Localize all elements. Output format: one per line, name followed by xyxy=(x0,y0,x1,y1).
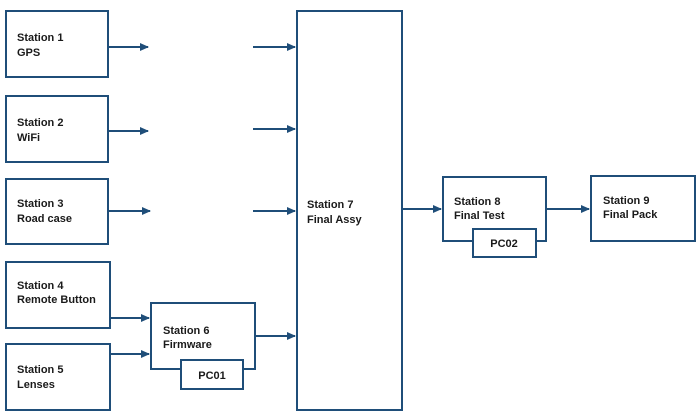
node-station4[interactable]: Station 4 Remote Button xyxy=(5,261,111,329)
station6-subtitle: Firmware xyxy=(163,339,212,351)
node-station9[interactable]: Station 9 Final Pack xyxy=(590,175,696,242)
station2-subtitle: WiFi xyxy=(17,132,40,144)
station1-title: Station 1 xyxy=(17,32,63,44)
station1-subtitle: GPS xyxy=(17,47,40,59)
station7-box xyxy=(296,10,403,411)
station8-title: Station 8 xyxy=(454,196,500,208)
station3-title: Station 3 xyxy=(17,198,63,210)
station1-box xyxy=(5,10,109,78)
station9-subtitle: Final Pack xyxy=(603,209,658,221)
node-station5[interactable]: Station 5 Lenses xyxy=(5,343,111,411)
edges xyxy=(108,43,590,358)
station6-pc-box xyxy=(180,359,244,390)
station5-box xyxy=(5,343,111,411)
node-station6[interactable]: Station 6 Firmware PC01 xyxy=(150,302,256,390)
station4-box xyxy=(5,261,111,329)
station3-subtitle: Road case xyxy=(17,213,72,225)
station6-pc-label: PC01 xyxy=(198,370,226,382)
station5-subtitle: Lenses xyxy=(17,379,55,391)
station3-box xyxy=(5,178,109,245)
station8-subtitle: Final Test xyxy=(454,210,505,222)
station4-title: Station 4 xyxy=(17,280,64,292)
station6-title: Station 6 xyxy=(163,325,209,337)
node-station1[interactable]: Station 1 GPS xyxy=(5,10,109,78)
station6-box xyxy=(150,302,256,370)
node-station8[interactable]: Station 8 Final Test PC02 xyxy=(442,176,547,258)
station2-title: Station 2 xyxy=(17,117,63,129)
station9-title: Station 9 xyxy=(603,195,649,207)
station8-pc-box xyxy=(472,228,537,258)
node-station2[interactable]: Station 2 WiFi xyxy=(5,95,109,163)
station7-subtitle: Final Assy xyxy=(307,214,362,226)
station7-title: Station 7 xyxy=(307,199,353,211)
station2-box xyxy=(5,95,109,163)
station9-box xyxy=(590,175,696,242)
station4-subtitle: Remote Button xyxy=(17,294,96,306)
node-station3[interactable]: Station 3 Road case xyxy=(5,178,109,245)
station8-pc-label: PC02 xyxy=(490,238,518,250)
node-station7[interactable]: Station 7 Final Assy xyxy=(296,10,403,411)
station5-title: Station 5 xyxy=(17,364,63,376)
